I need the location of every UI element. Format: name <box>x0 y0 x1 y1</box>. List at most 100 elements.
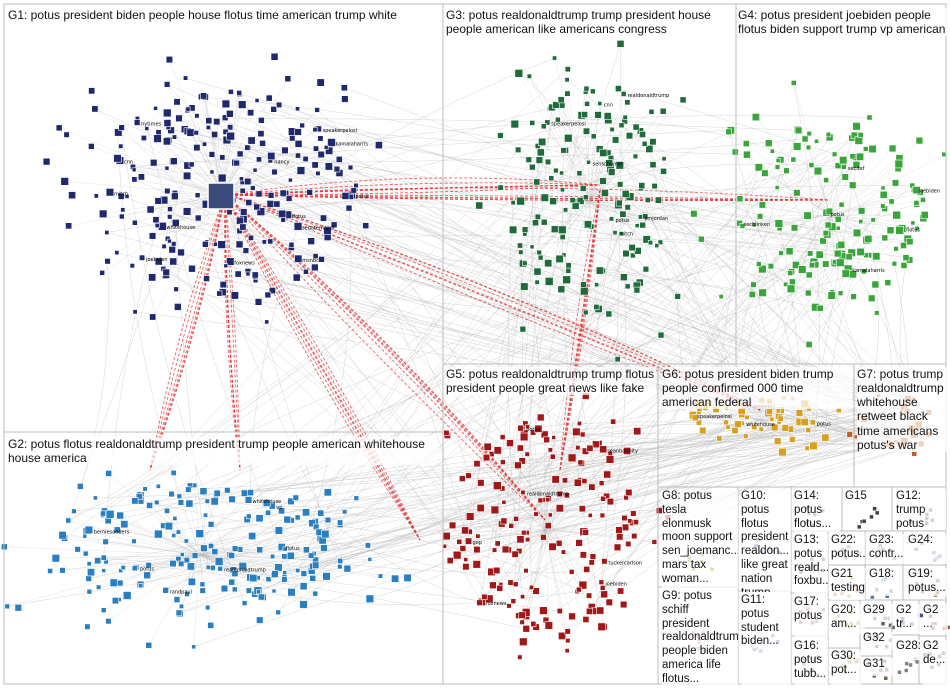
node <box>823 230 829 236</box>
node-label: joebiden <box>604 581 627 587</box>
node <box>838 291 843 296</box>
node <box>549 543 557 551</box>
node <box>153 217 159 223</box>
node <box>880 191 887 198</box>
node <box>336 156 342 162</box>
node <box>303 269 308 274</box>
node <box>246 588 252 594</box>
node <box>457 539 462 544</box>
node <box>507 604 512 609</box>
node <box>342 510 347 515</box>
node <box>544 437 550 443</box>
node <box>536 157 543 164</box>
node <box>587 445 593 451</box>
node <box>235 271 241 277</box>
group-label-g32: G32 <box>863 632 893 650</box>
node <box>737 196 743 202</box>
node <box>106 618 112 624</box>
node <box>530 245 534 249</box>
node <box>208 521 214 527</box>
node <box>258 594 264 600</box>
node <box>529 164 535 170</box>
node <box>110 579 118 587</box>
node <box>895 160 903 168</box>
hub-node <box>208 183 234 209</box>
node <box>612 137 619 144</box>
node <box>557 608 562 613</box>
node <box>149 233 156 240</box>
node <box>580 287 588 295</box>
node <box>569 613 576 620</box>
node <box>537 414 544 421</box>
node <box>541 194 549 202</box>
node <box>212 549 218 555</box>
node <box>265 510 270 515</box>
node <box>272 571 279 578</box>
node-label: potus <box>356 194 370 200</box>
node <box>280 190 286 196</box>
node <box>195 193 200 198</box>
node <box>338 564 343 569</box>
node <box>144 572 151 579</box>
node <box>477 600 483 606</box>
node <box>511 200 516 205</box>
node <box>227 132 235 140</box>
node <box>871 218 876 223</box>
node <box>498 133 504 139</box>
node <box>552 56 556 60</box>
node <box>449 522 456 529</box>
edge <box>207 329 523 501</box>
node <box>222 100 230 108</box>
node <box>368 557 372 561</box>
node-label: speakerpelosi <box>551 121 585 127</box>
node <box>443 532 451 540</box>
node <box>154 530 162 538</box>
node <box>492 548 497 553</box>
node <box>466 513 474 521</box>
node <box>616 200 622 206</box>
node <box>282 554 287 559</box>
node <box>511 599 516 604</box>
node <box>598 623 606 631</box>
node <box>566 638 571 643</box>
node <box>282 147 289 154</box>
node <box>378 574 383 579</box>
node <box>561 550 566 555</box>
node <box>791 80 796 85</box>
node <box>838 241 845 248</box>
node <box>141 135 146 140</box>
node <box>574 479 581 486</box>
node <box>226 110 233 117</box>
node <box>615 357 620 362</box>
node <box>905 662 909 666</box>
node <box>540 607 548 615</box>
group-label-g9: G9: potus schiff president realdonaldtru… <box>662 590 738 685</box>
group-label-g30: G30: pot... <box>831 650 861 685</box>
node <box>625 284 630 289</box>
node <box>857 248 865 256</box>
node <box>898 670 902 674</box>
node <box>784 168 790 174</box>
node <box>178 249 185 256</box>
node <box>509 523 514 528</box>
node <box>717 436 722 441</box>
node <box>626 541 632 547</box>
group-label-g10: G10: potus flotus president realdon... l… <box>741 490 791 592</box>
node <box>648 240 653 245</box>
node <box>318 136 324 142</box>
node <box>609 217 614 222</box>
node <box>520 433 528 441</box>
node <box>297 167 305 175</box>
node <box>643 266 649 272</box>
node <box>501 518 507 524</box>
node <box>87 569 94 576</box>
node <box>325 517 331 523</box>
node <box>315 108 320 113</box>
node <box>517 445 523 451</box>
node <box>517 536 524 543</box>
node <box>170 560 177 567</box>
node <box>48 568 53 573</box>
node <box>187 563 194 570</box>
node <box>779 251 784 256</box>
node <box>212 131 218 137</box>
